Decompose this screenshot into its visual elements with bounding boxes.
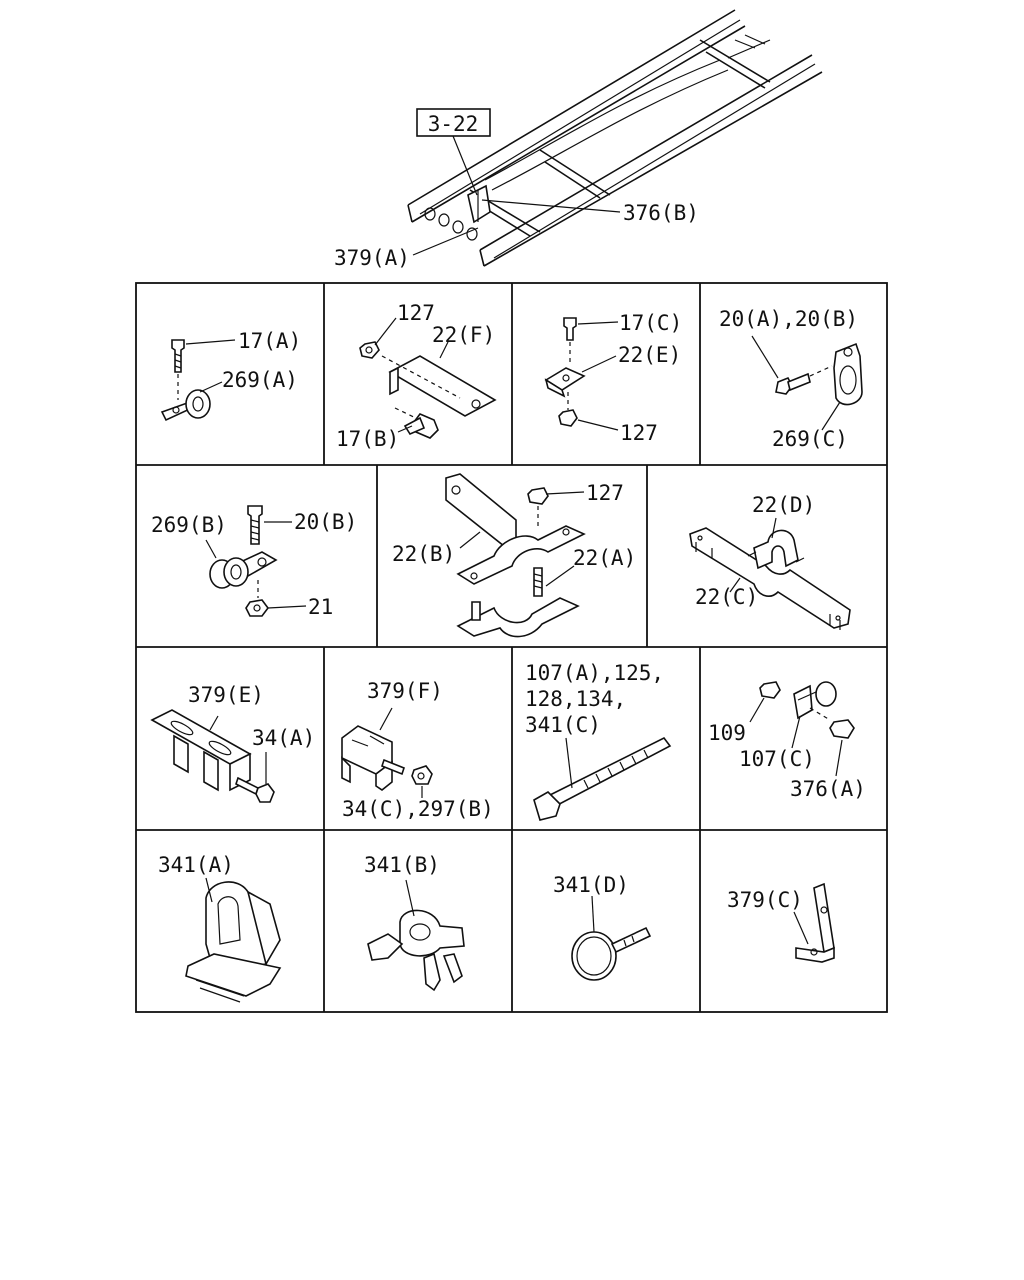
cell-clip-269c: 20(A),20(B) 269(C) [719,307,863,451]
callout-34a: 34(A) [252,726,315,750]
cell-clip-269b: 269(B) 20(B) 21 [151,505,357,619]
callout-22a: 22(A) [573,546,636,570]
callout-20b: 20(B) [294,510,357,534]
reference-box: 3-22 [416,108,491,137]
cell-bracket-22f: 127 22(F) 17(B) [336,301,497,451]
callout-22c: 22(C) [695,585,758,609]
callout-379f: 379(F) [367,679,443,703]
callout-109: 109 [708,721,746,745]
callout-341b: 341(B) [364,853,440,877]
chassis-frame-drawing [407,9,823,267]
cell-long-bracket-22cd: 22(D) 22(C) [689,493,851,630]
cell-cable-tie: 107(A),125, 128,134, 341(C) [525,661,672,821]
callout-107c: 107(C) [739,747,815,771]
cell-clip-341a: 341(A) [158,853,282,1003]
callout-379a: 379(A) [334,246,410,270]
callout-269c: 269(C) [772,427,848,451]
callout-22e: 22(E) [618,343,681,367]
reference-box-label: 3-22 [428,112,479,136]
cell-clip-107c: 109 107(C) 376(A) [708,681,866,801]
cell-angle-379c: 379(C) [727,882,835,963]
callout-17a: 17(A) [238,329,301,353]
callout-22b: 22(B) [392,542,455,566]
callout-376b: 376(B) [623,201,699,225]
callout-107-line3: 341(C) [525,713,601,737]
callout-341d: 341(D) [553,873,629,897]
callout-22d: 22(D) [752,493,815,517]
callout-127-e: 127 [620,421,658,445]
callout-127-f: 127 [397,301,435,325]
cell-bracket-379e: 379(E) 34(A) [150,683,315,803]
callout-341a: 341(A) [158,853,234,877]
callout-34c-297b: 34(C),297(B) [342,797,494,821]
cell-pipe-clamp-22ab: 127 22(B) 22(A) [392,473,636,638]
cell-clip-269a: 17(A) 269(A) [160,329,301,422]
cell-band-341d: 341(D) [553,873,652,981]
callout-379e: 379(E) [188,683,264,707]
callout-127-ab: 127 [586,481,624,505]
callout-20ab: 20(A),20(B) [719,307,858,331]
cell-plate-22e: 17(C) 22(E) 127 [544,311,682,445]
callout-269a: 269(A) [222,368,298,392]
callout-376a: 376(A) [790,777,866,801]
callout-17b: 17(B) [336,427,399,451]
cell-bracket-379f: 379(F) 34(C),297(B) [341,679,494,821]
cell-clip-341b: 341(B) [364,853,465,992]
parts-grid [135,282,888,1013]
callout-107-line2: 128,134, [525,687,626,711]
callout-107-line1: 107(A),125, [525,661,664,685]
callout-22f: 22(F) [432,323,495,347]
callout-21: 21 [308,595,333,619]
callout-269b: 269(B) [151,513,227,537]
callout-17c: 17(C) [619,311,682,335]
callout-379c: 379(C) [727,888,803,912]
